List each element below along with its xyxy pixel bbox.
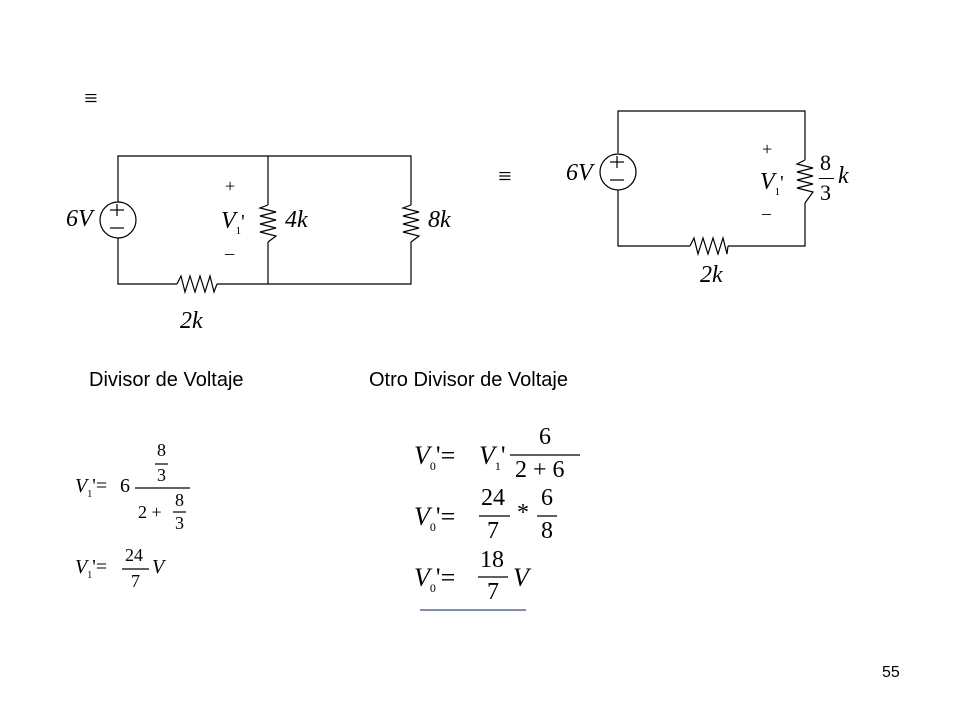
eq-left-1-den-frac-num: 8 [175,490,184,510]
circuit2-frac-unit: k [838,163,849,189]
circuit1-source-label: 6V [66,206,93,232]
circuit2-resistor-8-3k [795,159,815,204]
caption-other-voltage-divider: Otro Divisor de Voltaje [369,369,568,391]
eq-left-2-den: 7 [131,571,140,591]
eq-right-2-frac2-num: 6 [541,485,553,511]
eq-right-1-den: 2 + 6 [515,457,565,483]
caption-voltage-divider: Divisor de Voltaje [89,369,244,391]
eq-left-1-den-frac-den: 3 [175,513,184,533]
circuit1-8k-label: 8k [428,207,451,233]
circuit1-minus-label: – [225,243,234,263]
eq-right-3-unit: V [513,563,529,592]
eq-right-3-num: 18 [480,547,504,573]
circuit2-node-sub: 1 [774,185,781,198]
equivalence-symbol-2: ≡ [498,164,512,190]
circuit1-resistor-4k [257,204,278,243]
circuit1-voltage-source [99,201,137,239]
eq-left-1-num-den: 3 [157,465,166,485]
circuit2-source-label: 6V [566,160,593,186]
circuit1-resistor-2k [176,273,218,295]
circuit2-plus-label: + [762,139,773,159]
circuit1-node-voltage: V1' [221,208,245,237]
circuit2-minus-label: – [762,203,771,223]
eq-right-1-lhs: V0'= [414,441,456,474]
equivalence-symbol-1: ≡ [84,86,98,112]
circuit2-2k-label: 2k [700,262,723,288]
eq-left-1-num-num: 8 [157,440,166,460]
circuit2-frac-den: 3 [820,180,831,205]
eq-right-2-times: * [517,500,529,526]
circuit2-resistor-2k [689,235,729,257]
eq-right-2-frac1-den: 7 [487,518,499,544]
eq-left-1-den-prefix: 2 + [138,502,162,522]
equation-fraction-bars [122,454,580,578]
circuit1-wiring [117,155,412,285]
circuit2-frac-bar [819,178,834,179]
circuit1-2k-label: 2k [180,308,203,334]
eq-right-3-den: 7 [487,579,499,605]
page-number: 55 [882,664,900,681]
circuit2-voltage-source [599,153,637,191]
eq-left-2-num: 24 [125,545,143,565]
eq-left-1-coef: 6 [120,475,130,497]
eq-left-2-unit: V [152,556,165,578]
eq-right-1-rhs: V1' [479,441,506,474]
eq-right-2-frac1-num: 24 [481,485,505,511]
circuit1-4k-label: 4k [285,207,308,233]
circuit2-frac-num: 8 [820,150,831,175]
eq-right-1-num: 6 [539,424,551,450]
circuit2-wiring [617,110,806,247]
eq-right-2-frac2-den: 8 [541,518,553,544]
circuit1-node-sub: 1 [235,224,242,237]
eq-left-1-lhs: V1'= [75,475,108,500]
circuit1-plus-label: + [225,176,236,196]
eq-left-2-lhs: V1'= [75,556,108,581]
eq-right-2-lhs: V0'= [414,502,456,535]
eq-right-3-lhs: V0'= [414,563,456,596]
circuit1-resistor-8k [400,204,421,243]
circuit2-node-voltage: V1' [760,169,784,198]
